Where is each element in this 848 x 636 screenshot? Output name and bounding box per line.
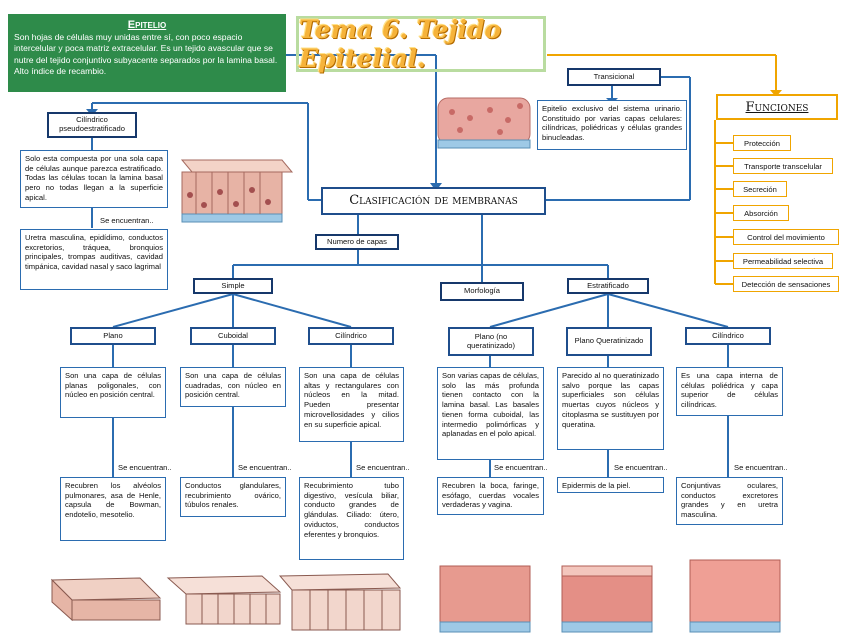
simple-cuboidal-label: Cuboidal <box>190 327 276 345</box>
simple-label: Simple <box>193 278 273 294</box>
funciones-title: Funciones <box>716 94 838 120</box>
tema-title: Tema 6. Tejido Epitelial. <box>296 15 546 73</box>
simple-cilindrico-desc: Son una capa de células altas y rectangu… <box>299 367 404 442</box>
simple-cilindrico-loc: Recubrimiento tubo digestivo, vesícula b… <box>299 477 404 560</box>
simple-plano-label: Plano <box>70 327 156 345</box>
se-encuentran-label: Se encuentran.. <box>614 463 668 472</box>
estrat-cilindrico-label: Cilíndrico <box>685 327 771 345</box>
funcion-item: Detección de sensaciones <box>733 276 839 292</box>
estrat-queratinizado-loc: Epidermis de la piel. <box>557 477 664 493</box>
simple-cuboidal-desc: Son una capa de células cuadradas, con n… <box>180 367 286 407</box>
simple-plano-desc: Son una capa de células planas poligonal… <box>60 367 166 418</box>
se-encuentran-label: Se encuentran.. <box>238 463 292 472</box>
funcion-item: Permeabilidad selectiva <box>733 253 833 269</box>
estrat-queratinizado-desc: Parecido al no queratinizado salvo porqu… <box>557 367 664 450</box>
estratificado-label: Estratificado <box>567 278 649 294</box>
clasificacion-title: Clasificación de membranas <box>321 187 546 215</box>
funcion-item: Secreción <box>733 181 787 197</box>
se-encuentran-label: Se encuentran.. <box>100 216 154 225</box>
simple-plano-loc: Recubren los alvéolos pulmonares, asa de… <box>60 477 166 541</box>
pseudo-label: Cilíndrico pseudoestratificado <box>47 112 137 138</box>
simple-cuboidal-loc: Conductos glandulares, recubrimiento ová… <box>180 477 286 517</box>
se-encuentran-label: Se encuentran.. <box>356 463 410 472</box>
estrat-plano-label: Plano (no queratinizado) <box>448 327 534 356</box>
epitelio-text: Son hojas de células muy unidas entre sí… <box>14 32 278 76</box>
numero-capas-label: Numero de capas <box>315 234 399 250</box>
funcion-item: Control del movimiento <box>733 229 839 245</box>
transicional-label: Transicional <box>567 68 661 86</box>
estrat-cilindrico-desc: Es una capa interna de células poliédric… <box>676 367 783 416</box>
transicional-desc: Epitelio exclusivo del sistema urinario.… <box>537 100 687 150</box>
funcion-item: Protección <box>733 135 791 151</box>
estrat-queratinizado-label: Plano Queratinizado <box>566 327 652 356</box>
estrat-plano-loc: Recubren la boca, faringe, esófago, cuer… <box>437 477 544 515</box>
pseudo-desc: Solo esta compuesta por una sola capa de… <box>20 150 168 208</box>
simple-cilindrico-label: Cilíndrico <box>308 327 394 345</box>
pseudo-loc: Uretra masculina, epidídimo, conductos e… <box>20 229 168 290</box>
epitelio-box: Epitelio Son hojas de células muy unidas… <box>8 14 286 92</box>
estrat-plano-desc: Son varias capas de células, solo las má… <box>437 367 544 460</box>
se-encuentran-label: Se encuentran.. <box>118 463 172 472</box>
morfologia-label: Morfología <box>440 282 524 301</box>
funcion-item: Absorción <box>733 205 789 221</box>
estrat-cilindrico-loc: Conjuntivas oculares, conductos excretor… <box>676 477 783 525</box>
se-encuentran-label: Se encuentran.. <box>494 463 548 472</box>
epitelio-title: Epitelio <box>127 19 167 31</box>
funcion-item: Transporte transcelular <box>733 158 833 174</box>
se-encuentran-label: Se encuentran.. <box>734 463 788 472</box>
